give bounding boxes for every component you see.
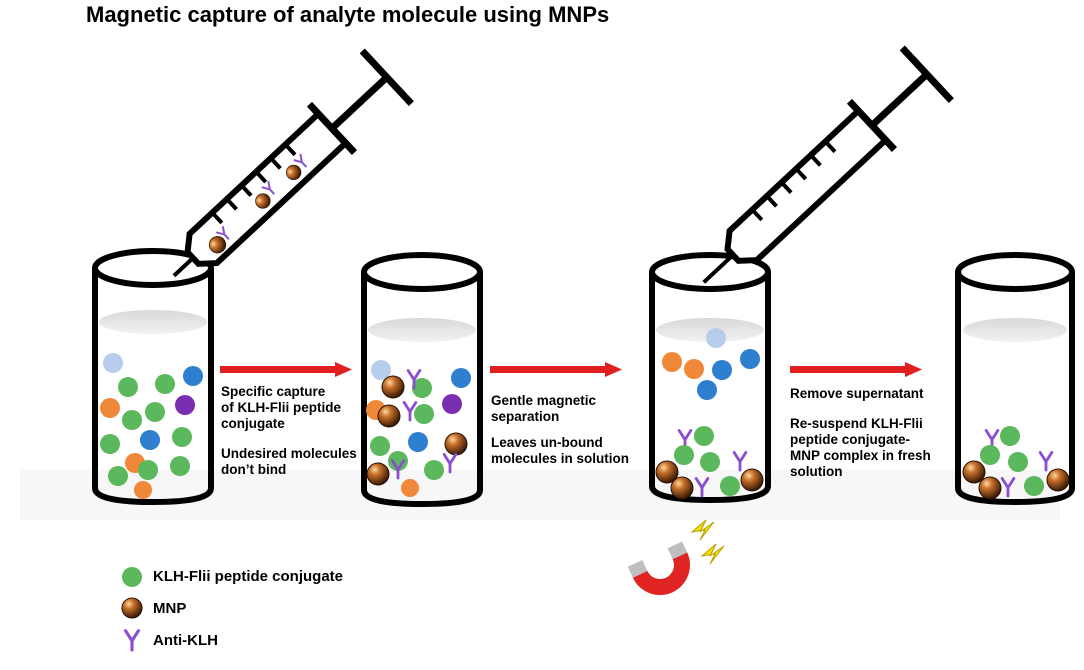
- blue-molecule: [140, 430, 160, 450]
- spark-icon: [690, 519, 725, 565]
- purple-molecule: [175, 395, 195, 415]
- step-3-label-a: Remove supernatant: [790, 386, 924, 401]
- tube-4: [955, 252, 1075, 506]
- conjugate-molecule: [170, 456, 190, 476]
- arrow-step-1: [220, 362, 352, 377]
- page-title: Magnetic capture of analyte molecule usi…: [86, 2, 610, 27]
- conjugate-molecule: [122, 410, 142, 430]
- conjugate-molecule: [145, 402, 165, 422]
- magnet-icon: [627, 541, 690, 595]
- tube-2: [361, 252, 483, 508]
- arrow-step-3: [790, 362, 922, 377]
- tube-1: [92, 248, 214, 506]
- syringe-loaded: [172, 48, 414, 278]
- lightblue-molecule: [103, 353, 123, 373]
- mnp-particle: [381, 375, 405, 399]
- step-2-label-a: Gentle magnetic separation: [491, 393, 597, 424]
- tube-3: [649, 252, 771, 504]
- blue-molecule: [183, 366, 203, 386]
- conjugate-molecule: [108, 466, 128, 486]
- orange-molecule: [100, 398, 120, 418]
- mnp-sphere-icon: [121, 597, 143, 619]
- step-2-label-b: Leaves un-bound molecules in solution: [491, 435, 630, 466]
- legend-icons: [121, 567, 143, 652]
- step-1-label-a: Specific capture of KLH-Flii peptide con…: [221, 384, 341, 431]
- conjugate-molecule: [118, 377, 138, 397]
- legend-label-mnp: MNP: [153, 600, 187, 617]
- conjugate-molecule: [172, 427, 192, 447]
- step-3-label-b: Re-suspend KLH-Flii peptide conjugate- M…: [790, 416, 931, 479]
- conjugate-molecule: [138, 460, 158, 480]
- conjugate-molecule: [100, 434, 120, 454]
- step-1-label-b: Undesired molecules don’t bind: [221, 446, 357, 477]
- green-circle-icon: [122, 567, 142, 587]
- arrow-step-2: [490, 362, 622, 377]
- legend-label-conjugate: KLH-Flii peptide conjugate: [153, 568, 343, 585]
- floor-reflection: [20, 470, 1060, 520]
- orange-molecule: [134, 481, 152, 499]
- legend-label-antibody: Anti-KLH: [153, 632, 218, 649]
- conjugate-molecule: [155, 374, 175, 394]
- antibody-icon: [124, 629, 140, 652]
- syringe-empty: [702, 45, 954, 284]
